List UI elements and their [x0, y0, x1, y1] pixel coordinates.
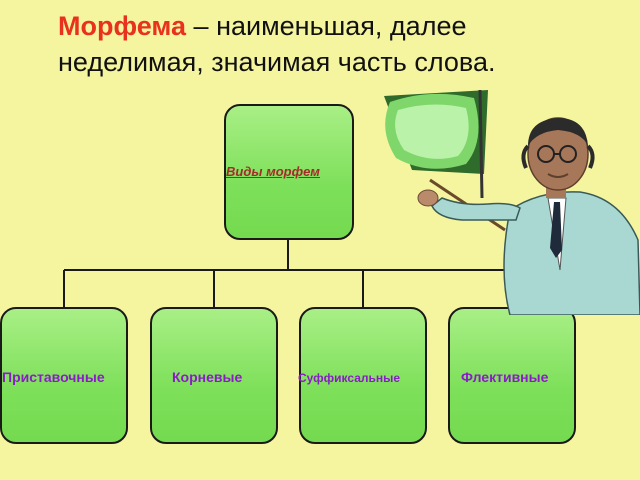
child-node-prefix-label: Приставочные	[2, 369, 105, 385]
slide-title: Морфема – наименьшая, далее неделимая, з…	[58, 8, 578, 80]
teacher-pointing-at-board-icon	[384, 89, 640, 315]
child-node-root-label: Корневые	[172, 369, 243, 385]
root-node-box	[224, 104, 354, 240]
child-node-prefix-box	[0, 307, 128, 444]
child-node-root-box	[150, 307, 278, 444]
term-morpheme: Морфема	[58, 11, 187, 41]
root-node-label: Виды морфем	[226, 164, 320, 179]
term-definition: – наименьшая, далее неделимая, значимая …	[58, 11, 496, 77]
child-node-inflection-label: Флективные	[461, 369, 549, 385]
child-node-suffix-box	[299, 307, 427, 444]
child-node-suffix-label: Суффиксальные	[298, 371, 401, 385]
child-node-inflection-box	[448, 307, 576, 444]
